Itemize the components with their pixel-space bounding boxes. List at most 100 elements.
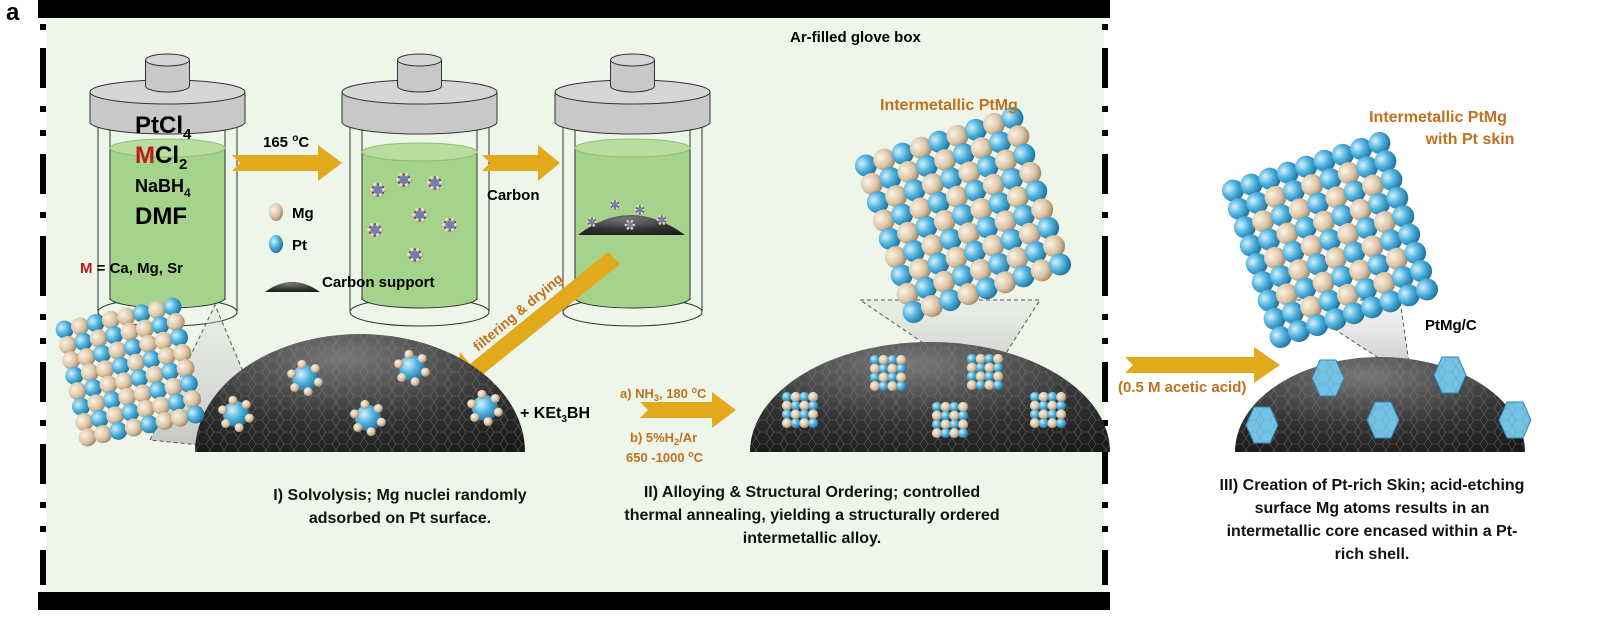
mg-atom [426, 180, 432, 186]
mg-atom [1337, 162, 1360, 185]
mg-atom [873, 148, 896, 171]
mg-atom [1349, 259, 1372, 282]
pt-atom [1270, 204, 1293, 227]
mg-atom [630, 220, 634, 223]
pt-mg-nucleus [218, 395, 254, 433]
pt-atom [1355, 277, 1378, 300]
pt-atom [1056, 418, 1067, 429]
mg-atom [969, 258, 992, 281]
pt-atom [869, 372, 880, 383]
pt-core [472, 395, 498, 421]
pt-atom [74, 332, 93, 351]
pt-atom [887, 354, 898, 365]
mg-atom [290, 383, 300, 393]
pt-atom [939, 289, 962, 312]
pt-atom [940, 410, 951, 421]
pt-atom [84, 378, 103, 397]
pt-atom [1306, 314, 1329, 337]
carbon-arrow [482, 145, 560, 181]
pt-skin-nanoparticle [1433, 356, 1467, 394]
anneal-temperature: 650 -1000 oC [626, 449, 704, 465]
filtering-arrow [455, 252, 620, 386]
nucleus [656, 215, 668, 225]
reagent-dmf: DMF [135, 203, 187, 230]
pt-atom [952, 204, 974, 226]
pt-atom [1246, 191, 1269, 214]
mg-atom [490, 393, 500, 403]
mg-atom [636, 212, 640, 215]
mg-atom [78, 428, 97, 447]
mg-atom [1373, 272, 1396, 295]
pt-atom [896, 381, 907, 392]
pt-core [355, 405, 381, 431]
mg-atom [934, 149, 957, 172]
mg-atom [173, 343, 192, 362]
mg-atom [975, 353, 986, 364]
mg-atom [984, 362, 995, 373]
mg-atom [920, 295, 943, 318]
nucleus [395, 172, 413, 188]
annealing-arrow [640, 392, 736, 428]
mg-atom [781, 418, 792, 429]
mg-atom [1019, 161, 1042, 184]
jar-knob-top [145, 53, 190, 67]
mg-atom [640, 205, 644, 208]
pt-skin-nanoparticle [1311, 359, 1345, 397]
mg-atom [909, 197, 932, 220]
mg-atom [414, 207, 420, 212]
caption-step1-line2: adsorbed on Pt surface. [309, 510, 491, 527]
pt-atom [121, 403, 140, 422]
pt-atom [1313, 149, 1336, 172]
panel-label: a [6, 0, 20, 26]
pt-atom [1404, 241, 1427, 264]
mg-atom [586, 220, 590, 224]
nucleus [411, 207, 429, 223]
mg-atom [896, 354, 907, 365]
skin-label-line2: with Pt skin [1425, 131, 1515, 148]
mg-atom [946, 124, 969, 147]
mg-atom [157, 347, 176, 366]
mg-atom [1349, 198, 1372, 221]
border-dash [1102, 550, 1108, 585]
pt-atom [931, 419, 942, 430]
pt-atom [1368, 131, 1391, 154]
pt-atom [1258, 167, 1281, 190]
pt-atom [887, 372, 898, 383]
pt-atom [1350, 137, 1373, 160]
pt-atom [808, 418, 819, 429]
mg-atom [642, 208, 646, 212]
pt-atom [989, 131, 1012, 154]
pt-atom [1282, 240, 1305, 263]
nanoparticle-texture [1312, 360, 1344, 396]
mg-atom [664, 218, 668, 222]
mg-atom [89, 329, 108, 348]
mg-atom [154, 331, 173, 350]
mg-atom [869, 363, 880, 374]
pt-atom [102, 391, 121, 410]
pt-mg-nucleus [287, 359, 323, 397]
pt-atom [170, 328, 189, 347]
pt-atom [1270, 265, 1293, 288]
mg-atom [958, 401, 969, 412]
border-dash [40, 154, 46, 194]
mg-atom [375, 233, 381, 238]
nucleus [609, 200, 621, 210]
mg-atom [139, 334, 158, 353]
pt-atom [902, 301, 925, 324]
nanoparticle-texture [1499, 402, 1531, 438]
pt-atom [879, 166, 902, 189]
mg-atom [397, 373, 407, 383]
mg-atom [406, 252, 412, 258]
mg-atom [93, 425, 112, 444]
pt-atom [891, 203, 914, 226]
border-dash [40, 236, 46, 296]
mg-atom [438, 180, 444, 186]
pt-atom [1038, 400, 1049, 411]
mg-atom [353, 423, 363, 433]
jar-nuclei [341, 53, 498, 327]
mg-atom [62, 351, 81, 370]
pt-atom [975, 380, 986, 391]
mg-atom [626, 220, 630, 223]
mg-atom [887, 363, 898, 374]
process-arrows [232, 145, 1280, 428]
